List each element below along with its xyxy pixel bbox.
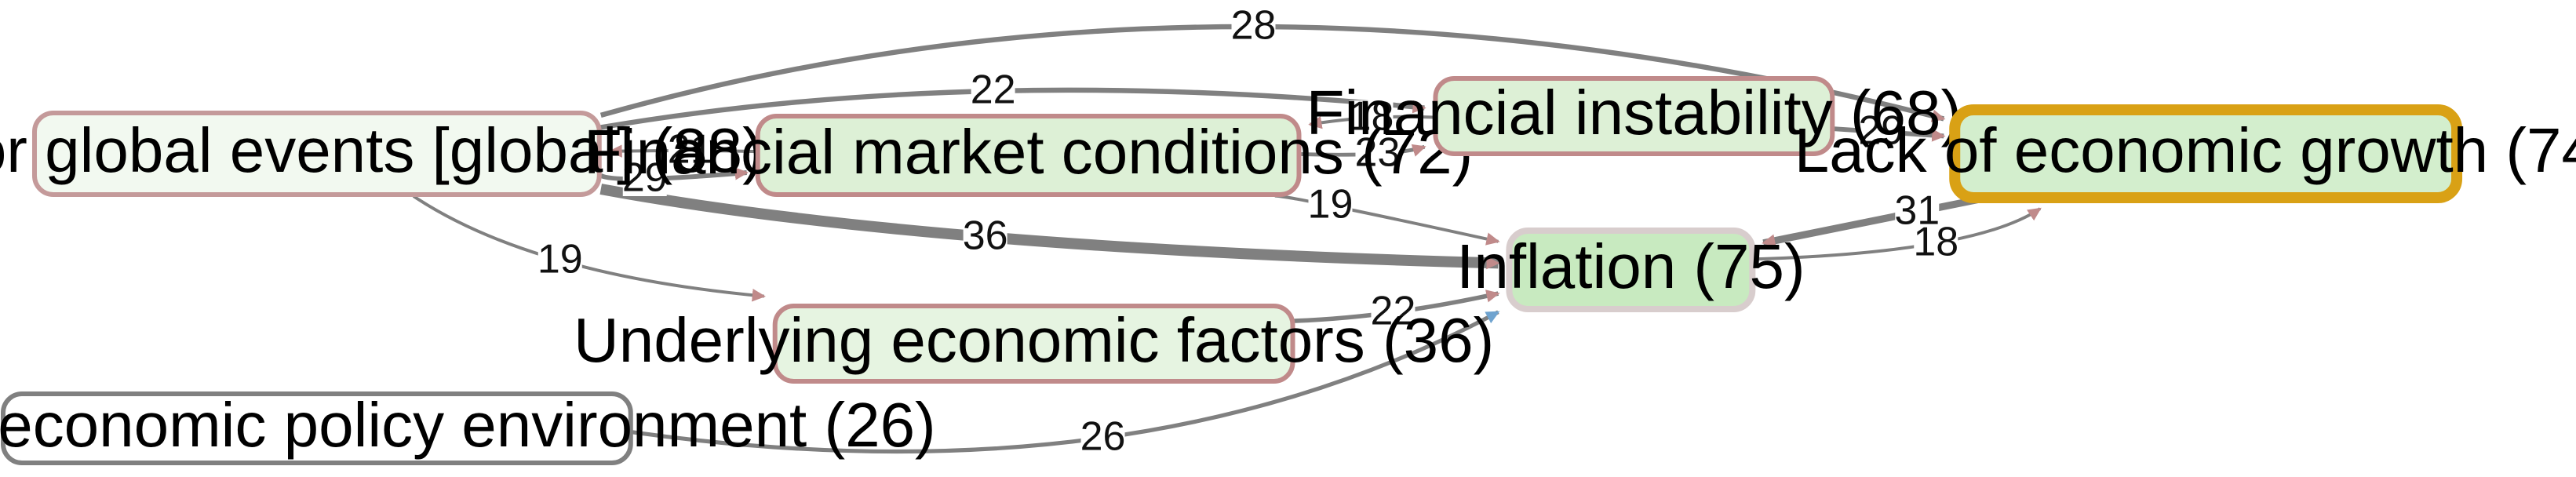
edge-label-background <box>1308 188 1353 223</box>
edge-label-value: 19 <box>1308 182 1354 228</box>
node-label: Financial instability (68) <box>1306 78 1962 147</box>
edge-weight-label: 29 <box>1858 108 1904 154</box>
edge-weight-label: 23 <box>1355 130 1401 176</box>
edge-label-background <box>622 162 667 196</box>
node-box[interactable] <box>772 304 1295 384</box>
edge-major-global-events-to-inflation[interactable] <box>599 184 1500 270</box>
edge-weight-label: 19 <box>537 237 583 282</box>
edge-weight-label: 29 <box>622 155 668 201</box>
edge-label-value: 21 <box>668 127 713 173</box>
node-inflation[interactable]: Inflation (75) <box>1456 228 1805 312</box>
edge-label-background <box>1371 295 1416 330</box>
edge-label-background <box>668 133 712 168</box>
edge-label-value: 29 <box>622 155 668 201</box>
edge-label-background <box>1080 421 1125 455</box>
edge-label-value: 29 <box>1858 108 1904 154</box>
edge-label-background <box>1914 226 1958 260</box>
edge-label-value: 22 <box>1371 289 1416 334</box>
edge-label-value: 36 <box>963 213 1008 259</box>
edge-label-value: 18 <box>1349 94 1394 140</box>
node-label: Lack of economic growth (74) <box>1794 115 2576 185</box>
edge-label-background <box>1231 9 1276 44</box>
node-box[interactable] <box>1949 104 2463 203</box>
node-underlying-economic-factors[interactable]: Underlying economic factors (36) <box>574 304 1494 384</box>
node-box[interactable] <box>755 114 1302 197</box>
edge-weight-label: 36 <box>963 213 1008 259</box>
edge-label-value: 19 <box>537 237 583 282</box>
edge-label-background <box>971 74 1015 108</box>
edge-label-background <box>1895 195 1940 229</box>
node-box[interactable] <box>1506 228 1756 312</box>
node-label: Underlying economic factors (36) <box>574 305 1494 375</box>
node-macroeconomic-policy-environment[interactable]: The macroeconomic policy environment (26… <box>0 390 936 465</box>
edge-weight-label: 18 <box>1349 94 1394 140</box>
node-label: Major global events [global] (88) <box>0 115 763 185</box>
edge-weight-label: 22 <box>971 67 1016 113</box>
node-label: Financial market conditions (72) <box>584 117 1473 187</box>
node-major-global-events[interactable]: Major global events [global] (88) <box>0 111 763 197</box>
node-financial-instability[interactable]: Financial instability (68) <box>1306 76 1962 156</box>
edge-label-value: 18 <box>1913 220 1958 265</box>
edge-label-background <box>963 220 1007 254</box>
edge-weight-label: 21 <box>668 127 713 173</box>
edge-label-value: 22 <box>971 67 1016 113</box>
edge-weight-label: 22 <box>1371 289 1416 334</box>
edge-weight-label: 19 <box>1308 182 1354 228</box>
node-lack-of-economic-growth[interactable]: Lack of economic growth (74) <box>1794 104 2576 203</box>
edge-label-value: 26 <box>1080 414 1126 460</box>
edge-label-value: 23 <box>1355 130 1401 176</box>
edge-weight-label: 28 <box>1231 3 1277 49</box>
edge-label-value: 28 <box>1231 3 1277 49</box>
edge-weight-label: 26 <box>1080 414 1126 460</box>
edge-label-background <box>537 243 582 278</box>
edge-weight-label: 18 <box>1913 220 1958 265</box>
node-box[interactable] <box>1433 76 1835 156</box>
node-box[interactable] <box>0 391 633 465</box>
edge-label-background <box>1859 115 1904 149</box>
node-box[interactable] <box>31 111 602 197</box>
node-label: The macroeconomic policy environment (26… <box>0 390 936 460</box>
node-label: Inflation (75) <box>1456 231 1805 301</box>
edge-label-background <box>1349 100 1394 135</box>
node-financial-market-conditions[interactable]: Financial market conditions (72) <box>584 114 1473 197</box>
edge-label-background <box>1355 137 1400 171</box>
nodes-layer: Major global events [global] (88)Financi… <box>0 76 2576 465</box>
